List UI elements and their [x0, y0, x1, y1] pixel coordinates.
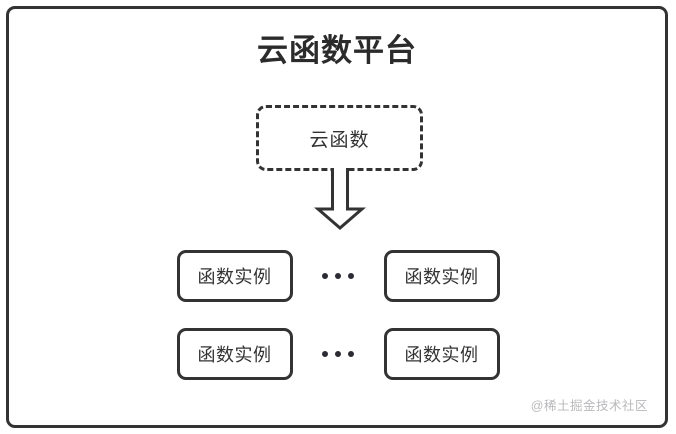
ellipsis-dot: [335, 273, 341, 279]
down-block-arrow-svg: [313, 168, 367, 230]
instance-row: 函数实例 函数实例: [0, 250, 676, 302]
ellipsis-separator-icon: [293, 250, 384, 302]
function-instance-box: 函数实例: [383, 250, 500, 302]
function-instance-label: 函数实例: [197, 345, 272, 365]
ellipsis-dot: [335, 351, 341, 357]
ellipsis-dot: [322, 273, 328, 279]
ellipsis-dot: [348, 351, 354, 357]
ellipsis-dot: [322, 351, 328, 357]
function-instance-label: 函数实例: [197, 267, 272, 287]
function-instance-box: 函数实例: [176, 250, 293, 302]
page-title: 云函数平台: [257, 33, 417, 68]
function-instance-box: 函数实例: [176, 328, 293, 380]
function-instance-label: 函数实例: [404, 345, 479, 365]
cloud-function-box: 云函数: [256, 105, 423, 171]
function-instance-label: 函数实例: [404, 267, 479, 287]
instance-row: 函数实例 函数实例: [0, 328, 676, 380]
ellipsis-dot: [348, 273, 354, 279]
watermark: @稀土掘金技术社区: [530, 399, 648, 413]
down-block-arrow-icon: [310, 168, 370, 230]
function-instance-box: 函数实例: [383, 328, 500, 380]
ellipsis-separator-icon: [293, 328, 384, 380]
cloud-function-label: 云函数: [309, 129, 370, 151]
